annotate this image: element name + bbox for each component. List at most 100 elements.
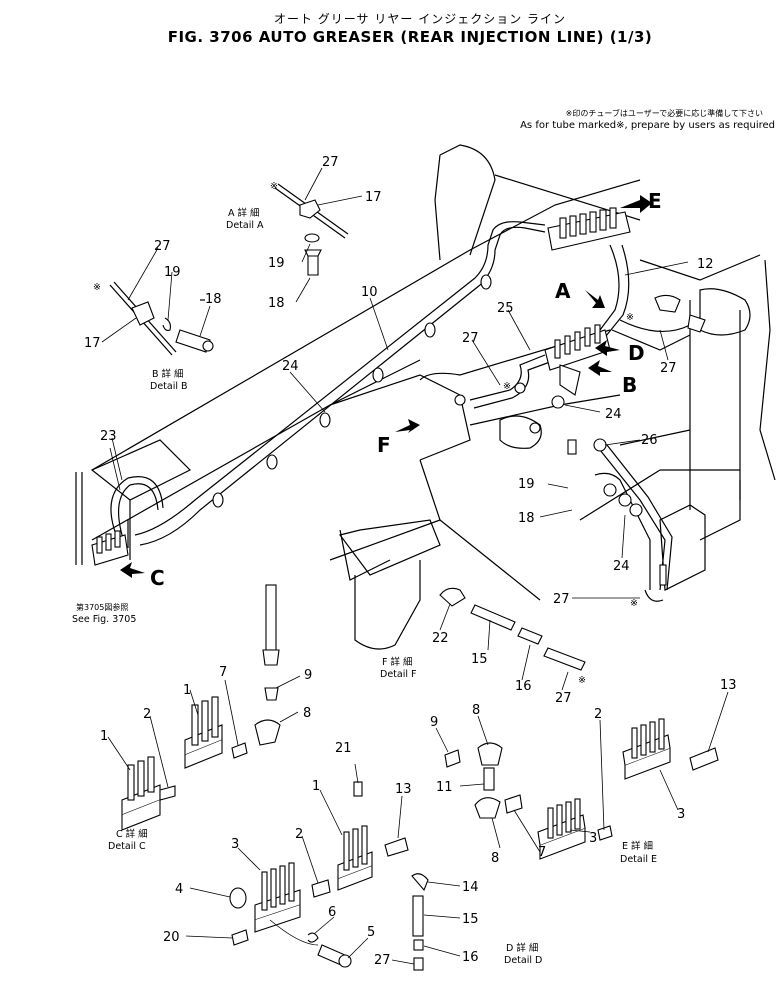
part-24-mid: 24 [605, 407, 622, 422]
part-7-detail-c: 7 [219, 665, 227, 680]
part-16-detail-d: 16 [462, 950, 479, 965]
part-25: 25 [497, 301, 514, 316]
part-11: 11 [436, 780, 453, 795]
part-27-detail-f: 27 [555, 691, 572, 706]
part-27-detail-b: 27 [154, 239, 171, 254]
part-9-detail-e: 9 [430, 715, 438, 730]
arrow-label-c: C [150, 566, 165, 590]
part-3-detail-e-lower: 3 [589, 831, 597, 846]
part-3-detail-e-upper: 3 [677, 807, 685, 822]
detail-f [470, 604, 586, 671]
tube-note-english: As for tube marked※, prepare by users as… [520, 120, 775, 131]
arrow-a [585, 290, 605, 308]
part-27-detail-d: 27 [374, 953, 391, 968]
distributor-d-main [544, 324, 611, 371]
see-fig-en: See Fig. 3705 [72, 614, 136, 625]
part-24-lower: 24 [613, 559, 630, 574]
arrow-label-b: B [622, 373, 637, 397]
tube-note-japanese: ※印のチューブはユーザーで必要に応じ準備して下さい [565, 109, 763, 118]
part-18-detail-b: 18 [205, 292, 222, 307]
detail-a-en: Detail A [226, 220, 264, 231]
detail-e-jp: E 詳 細 [622, 840, 653, 852]
arrow-f [395, 419, 420, 433]
part-24-boom: 24 [282, 359, 299, 374]
grease-tubes [75, 221, 691, 602]
part-18-detail-a: 18 [268, 296, 285, 311]
part-2-detail-e: 2 [594, 707, 602, 722]
part-23: 23 [100, 429, 117, 444]
part-1-detail-c-lower: 1 [100, 729, 108, 744]
part-numbers: 27 17 19 18 27 19 18 17 10 24 23 12 25 2… [84, 155, 737, 968]
tube-mark-lower: ※ [630, 598, 638, 609]
detail-c-jp: C 詳 細 [116, 828, 148, 840]
part-8-detail-e-lower: 8 [491, 851, 499, 866]
detail-f-en: Detail F [380, 669, 416, 680]
tube-mark-a: ※ [270, 181, 278, 192]
part-27-lower: 27 [553, 592, 570, 607]
detail-e-en: Detail E [620, 854, 657, 865]
part-6: 6 [328, 905, 336, 920]
detail-d [411, 873, 429, 971]
detail-a-jp: A 詳 細 [228, 207, 260, 219]
part-7-detail-e: 7 [538, 845, 546, 860]
arrow-label-a: A [555, 279, 571, 303]
part-22: 22 [432, 631, 449, 646]
part-2-center: 2 [295, 827, 303, 842]
figure-title: FIG. 3706 AUTO GREASER (REAR INJECTION L… [167, 28, 653, 46]
arrow-label-f: F [377, 433, 391, 457]
frame-structure [90, 144, 776, 650]
tube-mark-mid: ※ [503, 381, 511, 392]
part-15-detail-d: 15 [462, 912, 479, 927]
distributor-c-main [91, 530, 129, 566]
detail-c [121, 584, 281, 831]
see-fig-jp: 第3705図参照 [76, 602, 128, 612]
tube-marks: ※ ※ ※ ※ ※ ※ [93, 181, 638, 686]
tube-mark-f: ※ [578, 675, 586, 686]
part-27-right: 27 [660, 361, 677, 376]
part-27-mid: 27 [462, 331, 479, 346]
distributor-e-main [547, 207, 631, 251]
part-20: 20 [163, 930, 180, 945]
part-5: 5 [367, 925, 375, 940]
part-21: 21 [335, 741, 352, 756]
leader-lines [101, 167, 729, 965]
part-16-detail-f: 16 [515, 679, 532, 694]
part-13-detail-e: 13 [720, 678, 737, 693]
part-1-detail-c-upper: 1 [183, 683, 191, 698]
arrow-b [588, 360, 612, 376]
part-8-detail-c: 8 [303, 706, 311, 721]
arrow-d [595, 340, 620, 356]
part-1-center: 1 [312, 779, 320, 794]
part-18-main: 18 [518, 511, 535, 526]
detail-f-jp: F 詳 細 [382, 656, 413, 668]
part-19-detail-b: 19 [164, 265, 181, 280]
detail-b-jp: B 詳 細 [152, 368, 184, 380]
arrow-label-d: D [628, 341, 645, 365]
part-17-detail-b: 17 [84, 336, 101, 351]
arrow-label-e: E [648, 189, 662, 213]
title-japanese: オート グリーサ リヤー インジェクション ライン [273, 12, 567, 26]
part-9-detail-c: 9 [304, 668, 312, 683]
detail-b-en: Detail B [150, 381, 188, 392]
part-4: 4 [175, 882, 183, 897]
detail-d-jp: D 詳 細 [506, 942, 538, 954]
arrow-e [620, 195, 652, 213]
detail-a [274, 183, 349, 276]
part-14: 14 [462, 880, 479, 895]
detail-d-en: Detail D [504, 955, 542, 966]
part-15-detail-f: 15 [471, 652, 488, 667]
detail-c-en: Detail C [108, 841, 146, 852]
detail-e [444, 718, 719, 860]
part-8-detail-e-upper: 8 [472, 703, 480, 718]
part-10: 10 [361, 285, 378, 300]
part-12: 12 [697, 257, 714, 272]
part-13-center: 13 [395, 782, 412, 797]
detail-b [109, 281, 214, 356]
main-view-distributors [91, 207, 706, 607]
part-17-detail-a: 17 [365, 190, 382, 205]
part-3-center: 3 [231, 837, 239, 852]
view-arrows [120, 195, 652, 578]
part-2-detail-c: 2 [143, 707, 151, 722]
